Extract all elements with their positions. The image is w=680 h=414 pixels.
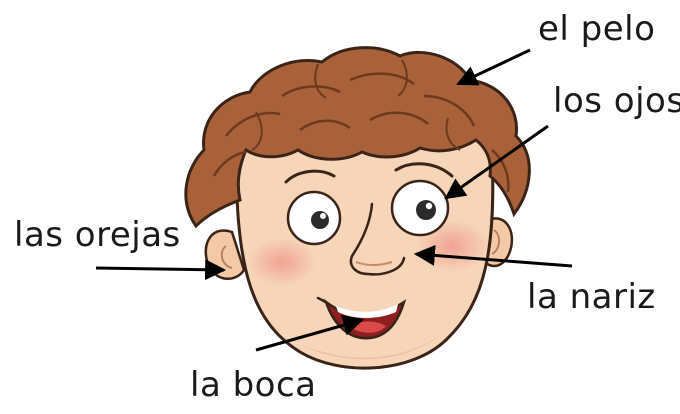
arrow-pelo [458,50,530,84]
label-la-nariz: la nariz [527,280,656,314]
arrow-orejas [96,268,224,270]
label-los-ojos: los ojos [553,84,680,118]
label-el-pelo: el pelo [538,12,655,46]
left-cheek [248,238,316,286]
left-ear [206,231,244,279]
left-eye [288,192,340,244]
label-la-boca: la boca [190,368,317,402]
label-las-orejas: las orejas [14,218,181,252]
right-eye [392,181,448,235]
